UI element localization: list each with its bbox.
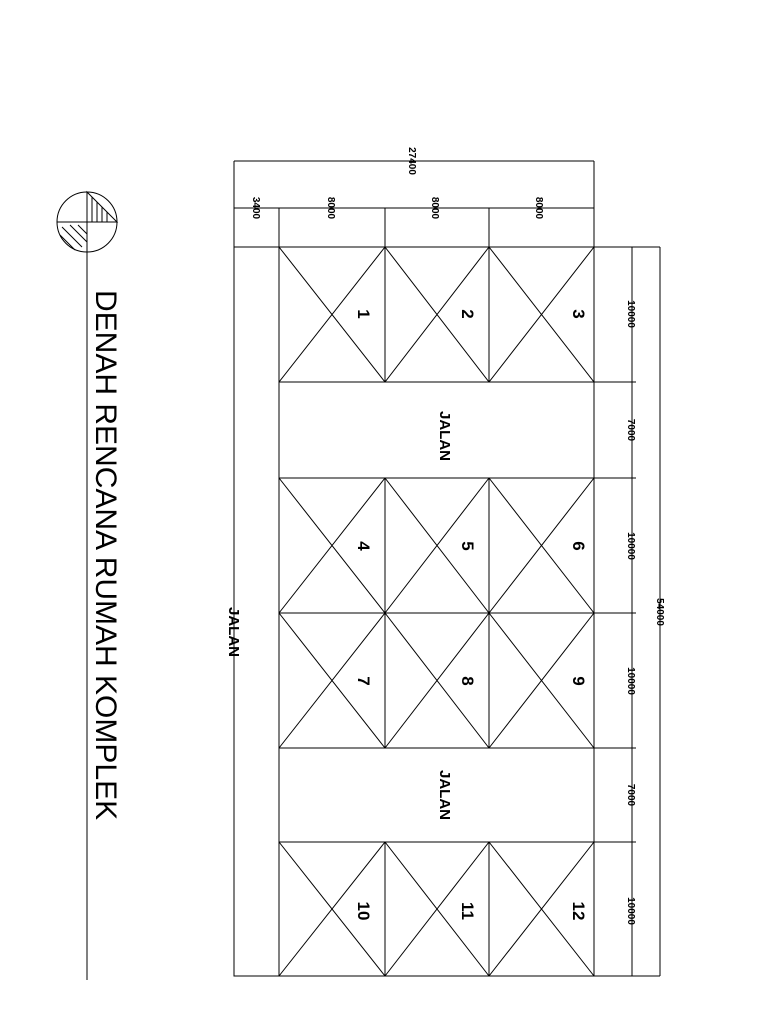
lot-6: 6 [488,477,595,614]
lot-number: 12 [569,902,588,921]
lot-12: 12 [488,841,595,977]
north-arrow-icon [56,190,119,253]
dim-segment-2: 7000 [625,419,636,442]
lot-number: 2 [458,309,477,318]
dim-segment-1: 10000 [625,300,636,328]
dim-width-1: 3400 [250,197,261,220]
lot-number: 9 [569,676,588,685]
lot-8: 8 [384,612,490,749]
dim-segment-4: 10000 [625,667,636,695]
lot-number: 10 [354,902,373,921]
lot-11: 11 [384,841,490,977]
dim-segment-3: 10000 [625,532,636,560]
lot-number: 5 [458,541,477,550]
dim-width-4: 8000 [533,197,544,220]
lot-number: 7 [354,676,373,685]
road-label-main: JALAN [225,607,242,657]
lot-number: 4 [354,541,373,551]
dim-segment-5: 7000 [625,784,636,807]
lot-number: 6 [569,541,588,550]
dim-total-length: 54000 [654,598,665,626]
lot-4: 4 [278,477,386,614]
lot-7: 7 [278,612,386,749]
width-dimensions: 27400 3400 8000 8000 8000 [233,147,595,247]
lot-number: 3 [569,309,588,318]
lot-3: 3 [488,246,595,383]
lot-number: 11 [458,902,477,920]
lot-5: 5 [384,477,490,614]
drawing-title: DENAH RENCANA RUMAH KOMPLEK [89,290,122,820]
dim-width-2: 8000 [325,197,336,220]
lot-10: 10 [278,841,386,977]
lot-1: 1 [278,246,386,383]
length-dimensions: 54000 10000 7000 10000 10000 7000 10000 [594,246,665,977]
lot-2: 2 [384,246,490,383]
dim-total-width: 27400 [406,147,417,175]
dim-width-3: 8000 [429,197,440,220]
road-label-upper: JALAN [436,411,453,461]
site-outline [233,246,595,977]
dim-segment-6: 10000 [625,897,636,925]
road-label-lower: JALAN [436,770,453,820]
lot-number: 8 [458,676,477,685]
lot-number: 1 [354,309,373,318]
lot-9: 9 [488,612,595,749]
